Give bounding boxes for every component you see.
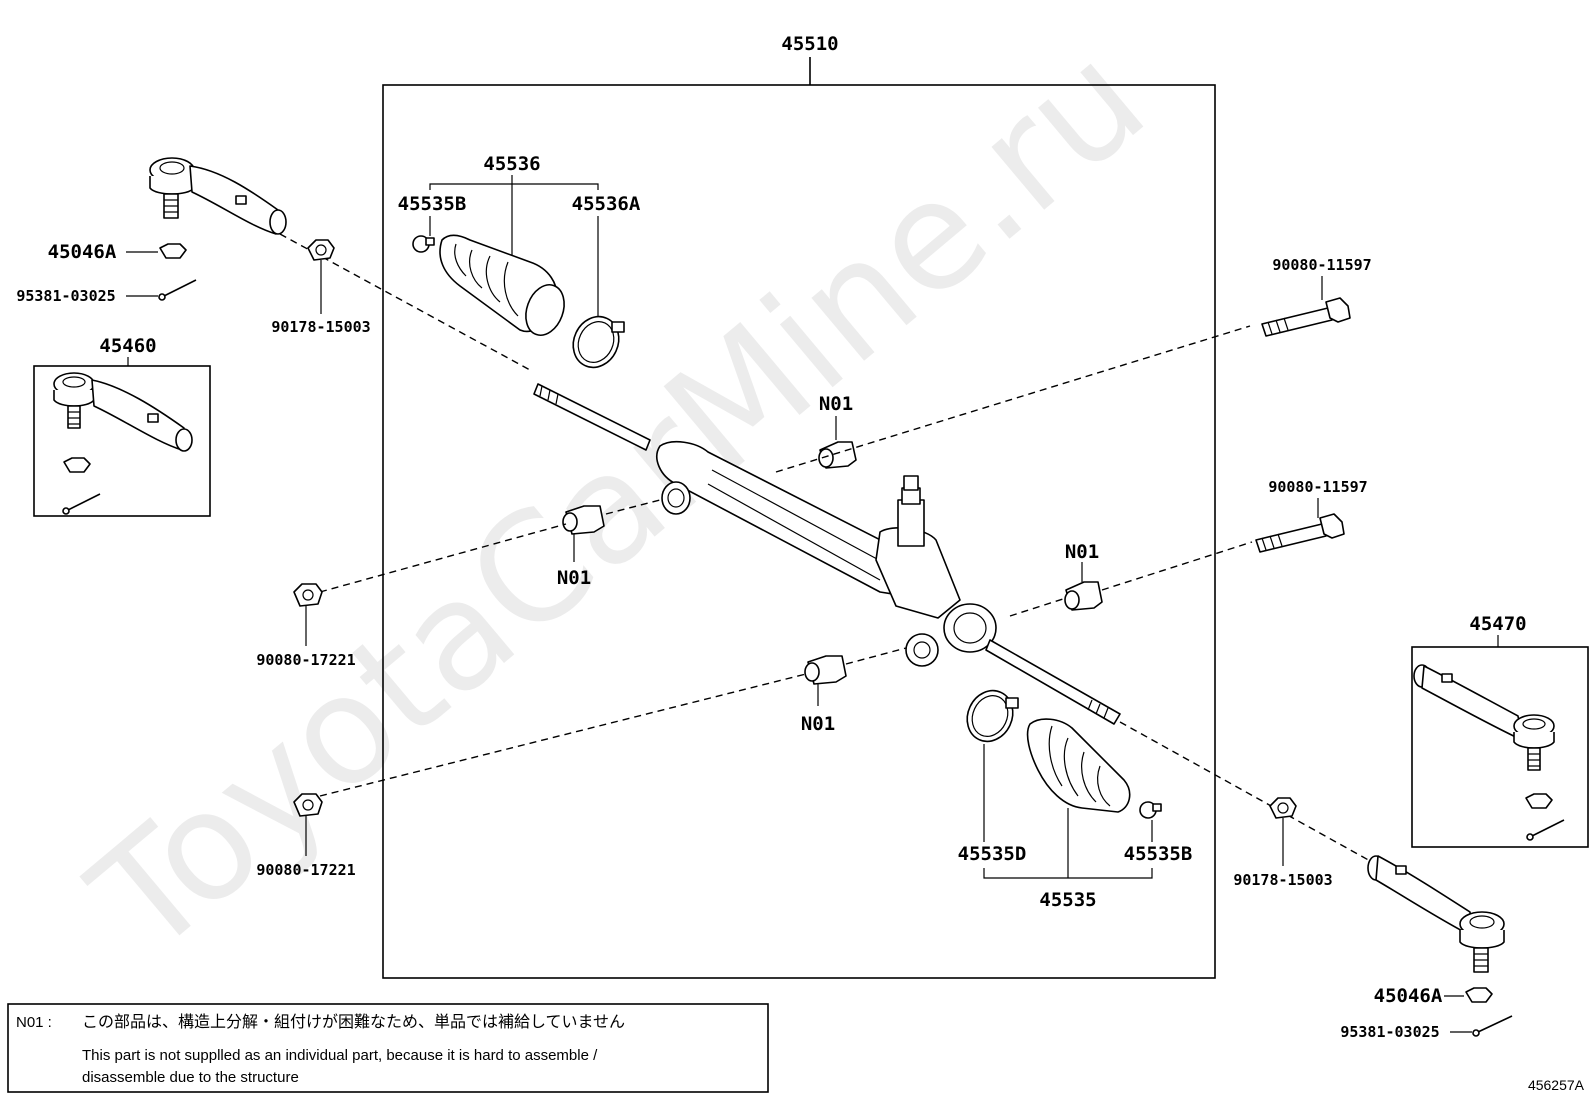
label-bushing-upper-right: N01 — [819, 393, 853, 415]
bolt-icon — [1255, 513, 1345, 553]
bushing-icon — [1064, 581, 1103, 611]
tie-rod-end-icon — [53, 372, 193, 452]
bushing-icon — [804, 655, 847, 685]
boot-icon — [1026, 718, 1131, 813]
bushing-icon — [562, 505, 605, 535]
tie-rod-end-icon — [1413, 664, 1555, 771]
tie-rod-end-icon — [1367, 855, 1505, 973]
label-bolt-upper: 90080-11597 — [1272, 256, 1371, 274]
label-lock-nut-right: 90178-15003 — [1233, 871, 1332, 889]
cotter-pin-icon — [158, 279, 197, 301]
nut-icon — [1465, 987, 1493, 1003]
label-bushing-right: N01 — [1065, 541, 1099, 563]
nut-icon — [307, 239, 335, 261]
label-bushing-lower: N01 — [801, 713, 835, 735]
label-bolt-middle: 90080-11597 — [1268, 478, 1367, 496]
label-nut-left: 45046A — [48, 241, 117, 263]
cotter-pin-icon — [1472, 1015, 1513, 1037]
note-english-line2: disassemble due to the structure — [82, 1069, 299, 1086]
nut-icon — [293, 793, 323, 817]
boot-icon — [439, 234, 565, 336]
clamp-icon — [966, 689, 1019, 743]
note-english-line1: This part is not supplled as an individu… — [82, 1047, 598, 1064]
figure-number: 456257A — [1528, 1077, 1585, 1093]
label-tie-rod-end-left: 45460 — [99, 335, 156, 357]
label-cotter-pin-right: 95381-03025 — [1340, 1023, 1439, 1041]
label-tie-rod-end-right: 45470 — [1469, 613, 1526, 635]
label-lock-nut-left: 90178-15003 — [271, 318, 370, 336]
note-japanese: この部品は、構造上分解・組付けが困難なため、単品では補給していません — [82, 1012, 625, 1031]
nut-icon — [1525, 793, 1553, 809]
label-clamp-left-small: 45535B — [398, 193, 467, 215]
cotter-pin-icon — [1526, 819, 1565, 841]
steering-rack-icon — [533, 383, 1121, 725]
label-bushing-left: N01 — [557, 567, 591, 589]
label-clamp-right-large: 45535D — [958, 843, 1027, 865]
label-clamp-right-small: 45535B — [1124, 843, 1193, 865]
label-clamp-left-large: 45536A — [572, 193, 641, 215]
clamp-icon — [412, 235, 435, 253]
nut-icon — [63, 457, 91, 473]
note-box — [7, 1003, 769, 1093]
cotter-pin-icon — [62, 493, 101, 515]
tie-rod-end-left-box — [33, 365, 211, 517]
label-nut-mount-lower: 90080-17221 — [256, 861, 355, 879]
label-nut-right: 45046A — [1374, 985, 1443, 1007]
clamp-icon — [572, 315, 625, 369]
note-code: N01 : — [16, 1014, 52, 1031]
label-cotter-pin-left: 95381-03025 — [16, 287, 115, 305]
clamp-icon — [1139, 801, 1162, 819]
nut-icon — [1269, 797, 1297, 819]
watermark: ToyotaCarMine.ru — [61, 12, 1177, 988]
bolt-icon — [1261, 297, 1351, 337]
bushing-icon — [818, 441, 857, 469]
label-boot-kit-left: 45536 — [483, 153, 540, 175]
label-nut-mount-upper: 90080-17221 — [256, 651, 355, 669]
assembly-frame — [382, 84, 1216, 979]
tie-rod-end-right-box — [1411, 646, 1589, 848]
nut-icon — [293, 583, 323, 607]
label-assembly: 45510 — [781, 33, 838, 55]
tie-rod-end-icon — [149, 157, 287, 235]
label-boot-kit-right: 45535 — [1039, 889, 1096, 911]
nut-icon — [159, 243, 187, 259]
